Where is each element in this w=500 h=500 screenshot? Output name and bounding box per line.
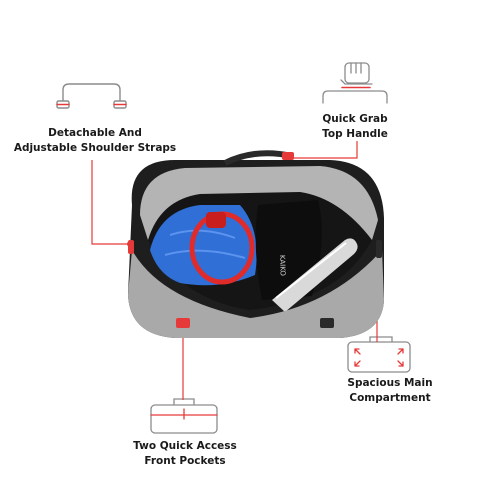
towel-print: KAIKO	[278, 255, 287, 277]
feature-straps-line2: Adjustable Shoulder Straps	[13, 142, 177, 154]
feature-straps-line1: Detachable And	[48, 127, 142, 139]
feature-pockets-line2: Front Pockets	[144, 455, 226, 467]
feature-label-handle: Quick Grab Top Handle	[300, 112, 410, 142]
feature-label-main-compartment: Spacious Main Compartment	[320, 376, 460, 406]
expand-bag-icon	[347, 336, 411, 373]
feature-main-line1: Spacious Main	[347, 377, 433, 389]
bag-front-panel	[128, 250, 384, 338]
feature-pockets-line1: Two Quick Access	[133, 440, 237, 452]
duffel-bag: KAIKO	[128, 150, 384, 338]
steel-bottle	[272, 238, 358, 312]
hand-grab-icon	[322, 62, 388, 104]
shoulder-strap-icon	[56, 83, 127, 109]
feature-label-straps: Detachable And Adjustable Shoulder Strap…	[10, 126, 180, 156]
feature-handle-line2: Top Handle	[322, 128, 388, 140]
bag-lid-flap	[140, 166, 378, 240]
feature-label-front-pockets: Two Quick Access Front Pockets	[115, 439, 255, 469]
feature-handle-line1: Quick Grab	[322, 113, 388, 125]
blue-towel	[150, 205, 257, 286]
feature-main-line2: Compartment	[349, 392, 431, 404]
front-pocket-bag-icon	[150, 398, 218, 434]
